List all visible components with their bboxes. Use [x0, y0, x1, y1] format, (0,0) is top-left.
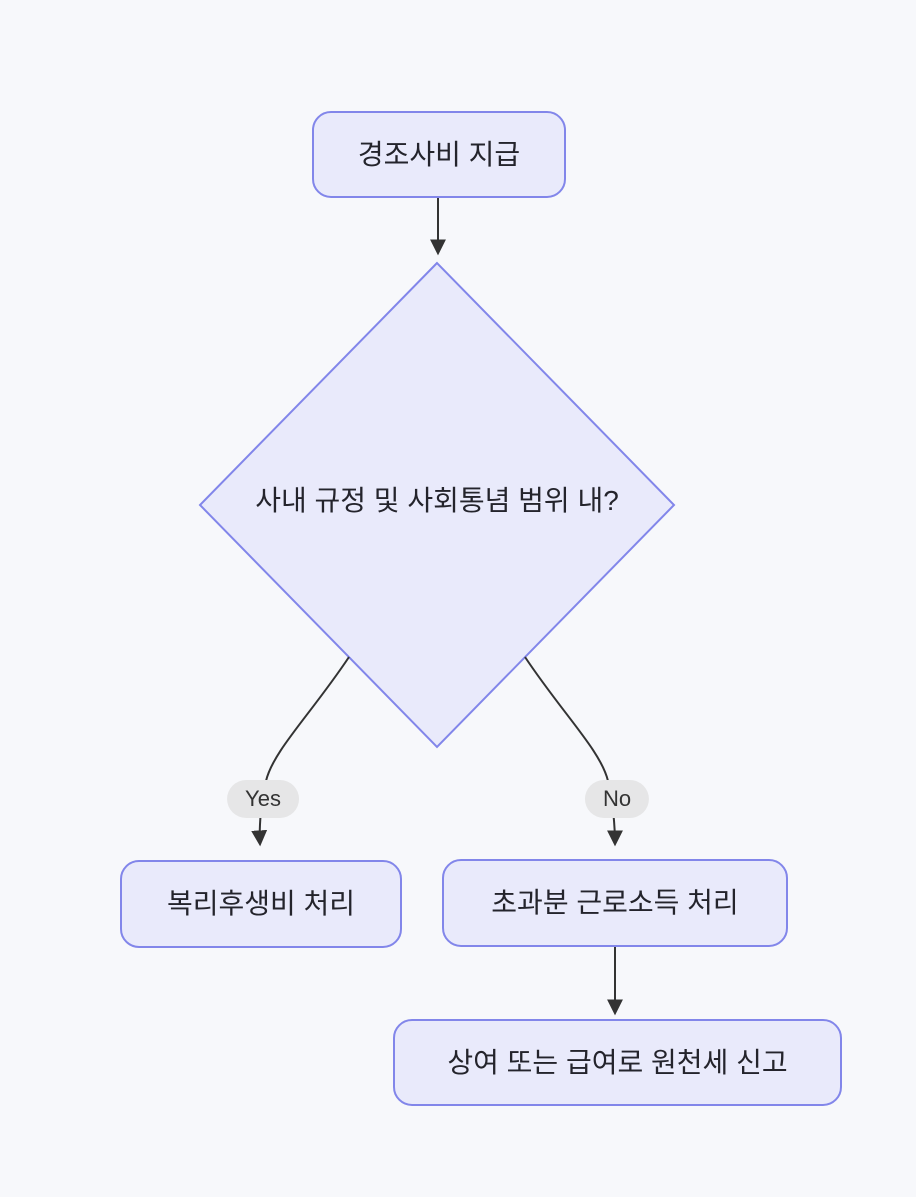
node-yes-outcome-label: 복리후생비 처리 [166, 888, 356, 920]
node-start: 경조사비 지급 [312, 111, 566, 198]
edge-label-yes: Yes [227, 780, 299, 818]
edge-label-yes-text: Yes [245, 786, 281, 811]
edge-decision-to-no-outcome [524, 656, 623, 847]
node-no-outcome-label: 초과분 근로소득 처리 [491, 887, 739, 919]
edge-decision-to-yes-outcome [251, 656, 350, 847]
node-final: 상여 또는 급여로 원천세 신고 [393, 1019, 842, 1106]
decision-diamond-shape [198, 261, 676, 749]
node-start-label: 경조사비 지급 [357, 138, 521, 170]
node-yes-outcome: 복리후생비 처리 [120, 860, 402, 948]
edge-label-no-text: No [602, 786, 632, 811]
node-decision-label: 사내 규정 및 사회통념 범위 내? [255, 485, 619, 516]
node-final-label: 상여 또는 급여로 원천세 신고 [447, 1046, 788, 1078]
node-decision: 사내 규정 및 사회통념 범위 내? [207, 483, 667, 519]
node-no-outcome: 초과분 근로소득 처리 [442, 859, 788, 947]
edge-label-no: No [584, 780, 650, 818]
